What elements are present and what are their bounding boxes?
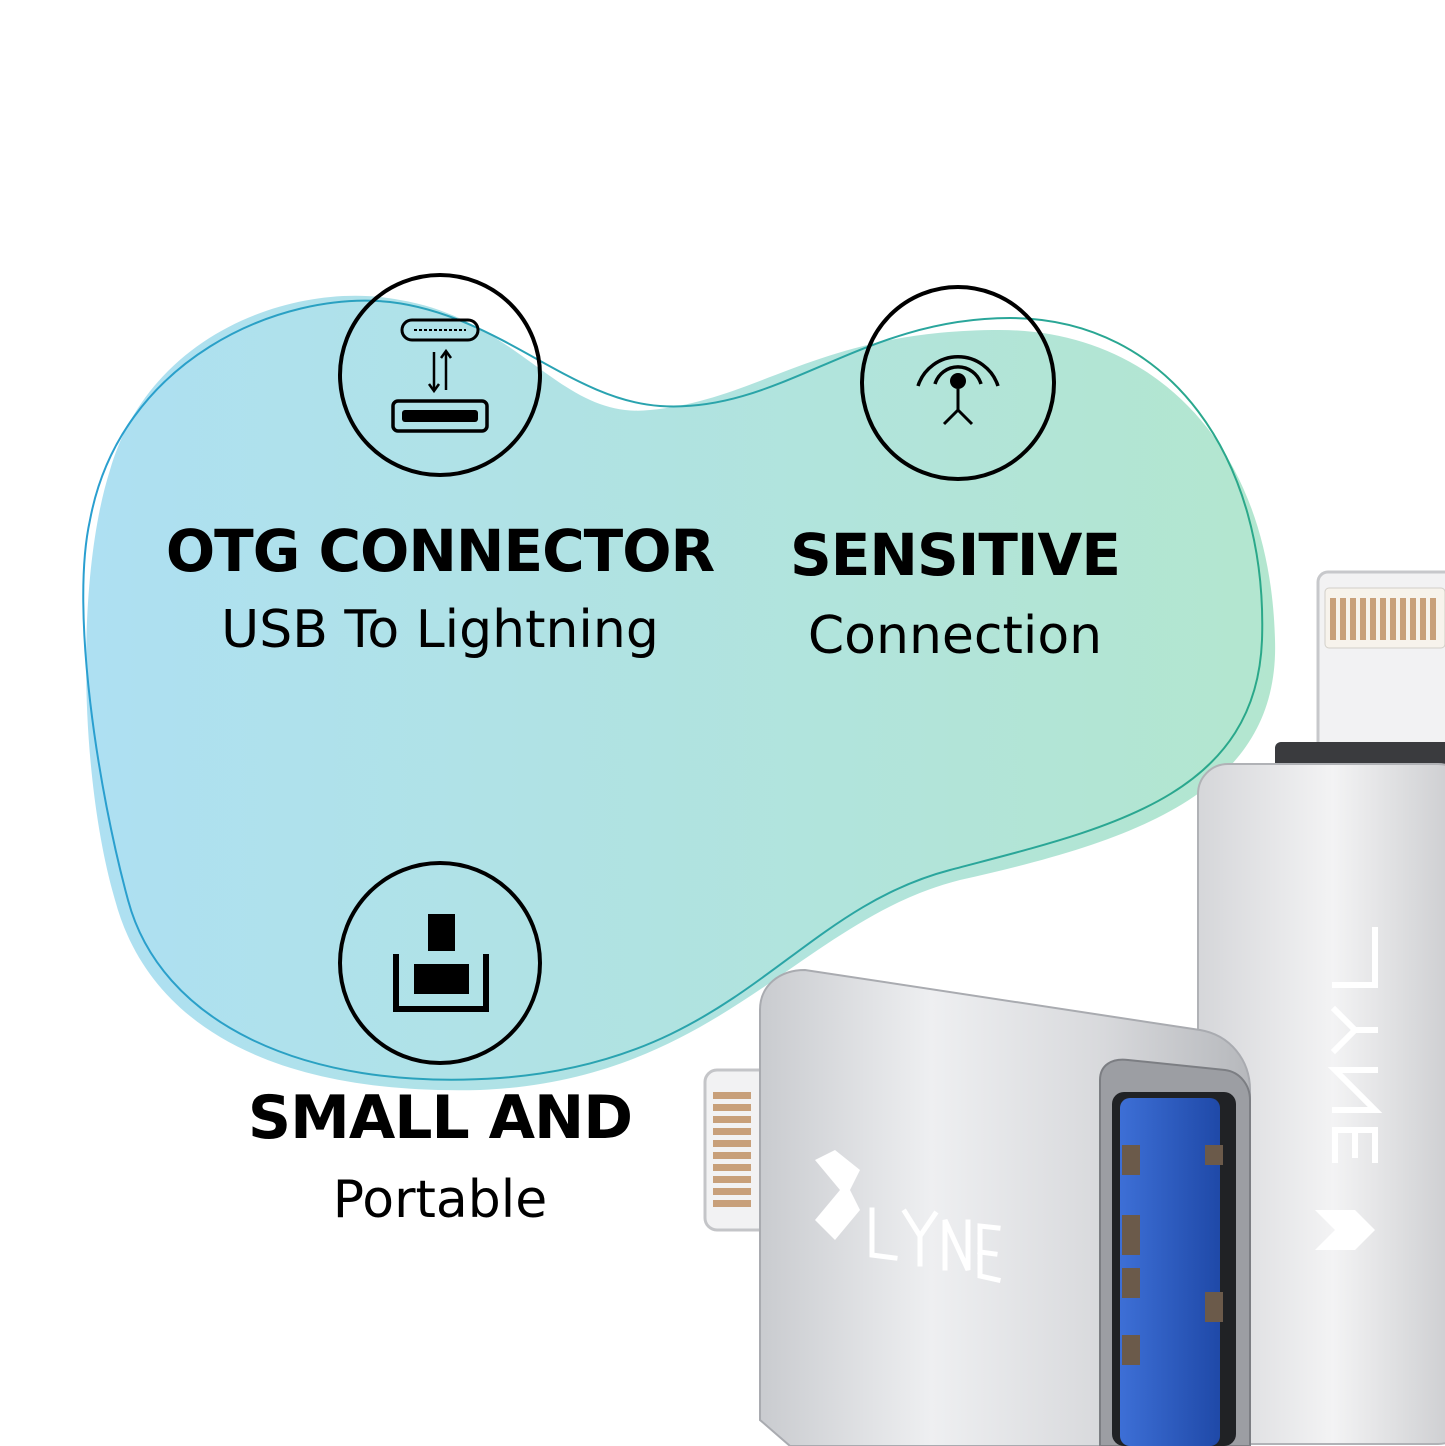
feature-subtitle: Connection [807,606,1103,666]
feature-subtitle: USB To Lightning [221,600,659,660]
lightning-pins-back [1330,598,1436,640]
feature-sensitive: SENSITIVE Connection [770,526,1140,662]
feature-title: SMALL AND [247,1083,633,1153]
background-blob [86,295,1276,1091]
signal-antenna-icon [860,285,1056,481]
feature-subtitle: Portable [332,1170,548,1230]
lightning-pins-front [713,1092,751,1207]
blob-outline [82,299,1264,1081]
adapter-back [1197,570,1445,1445]
brand-logo-front [815,1150,1001,1283]
feature-otg-connector: OTG CONNECTOR USB To Lightning [160,522,720,656]
adapter-front [703,968,1251,1446]
compact-size-icon [338,861,542,1065]
usb-port-contacts [1122,1145,1223,1365]
feature-title: SENSITIVE [790,521,1121,589]
feature-small-and-portable: SMALL AND Portable [220,1088,660,1226]
brand-logo-back [1315,927,1383,1250]
usb-c-to-lightning-icon [338,273,542,477]
feature-title: OTG CONNECTOR [165,517,715,585]
